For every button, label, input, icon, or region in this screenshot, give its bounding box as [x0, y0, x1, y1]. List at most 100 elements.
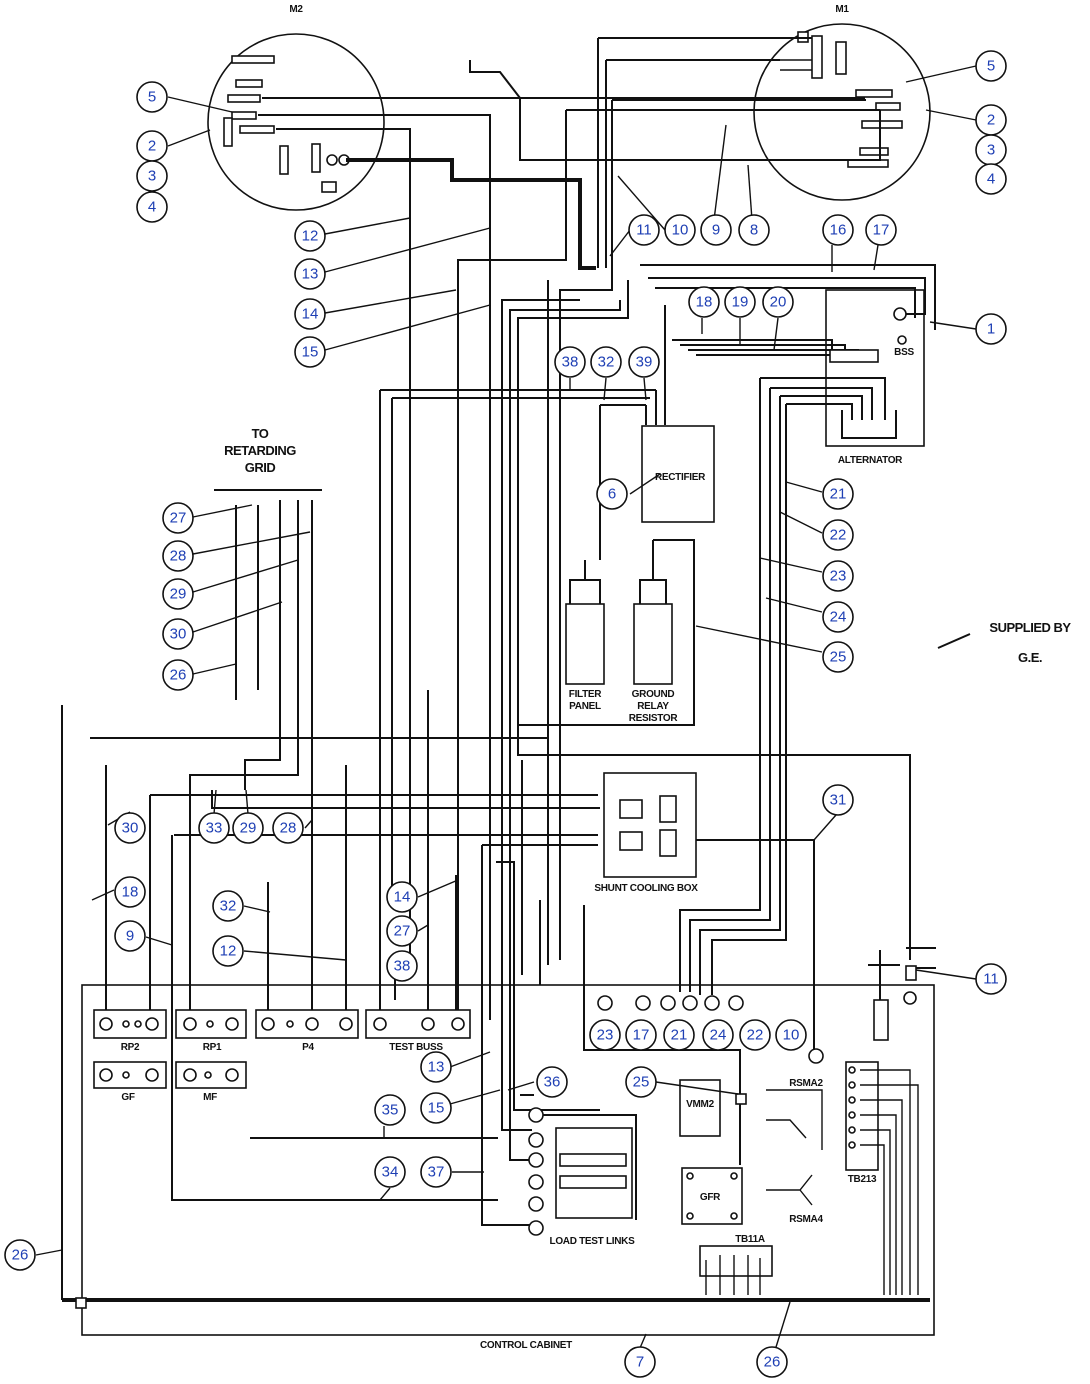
svg-text:35: 35	[382, 1102, 399, 1119]
callout-26-bottom: 26	[756, 1346, 788, 1378]
callout-24-cab: 24	[702, 1019, 734, 1051]
svg-text:30: 30	[122, 820, 139, 837]
svg-text:30: 30	[170, 626, 187, 643]
callout-10-top: 10	[664, 214, 696, 246]
rp2-label: RP2	[121, 1042, 140, 1053]
svg-text:10: 10	[783, 1027, 800, 1044]
callout-3-m2: 3	[136, 160, 168, 192]
motor-m1: M1	[753, 4, 931, 201]
callout-9-low: 9	[114, 920, 146, 952]
callout-13-cab: 13	[420, 1051, 452, 1083]
load-test-links-label: LOAD TEST LINKS	[550, 1236, 636, 1247]
svg-text:4: 4	[148, 199, 156, 216]
svg-text:5: 5	[148, 89, 156, 106]
svg-text:3: 3	[987, 142, 995, 159]
p4-label: P4	[302, 1042, 314, 1053]
callout-12-low: 12	[212, 935, 244, 967]
supplied-by-label-1: SUPPLIED BY	[989, 620, 1071, 635]
callout-28-low: 28	[272, 812, 304, 844]
callout-3-m1: 3	[975, 134, 1007, 166]
callout-6: 6	[596, 478, 628, 510]
svg-text:3: 3	[148, 168, 156, 185]
callout-24-right: 24	[822, 601, 854, 633]
svg-text:29: 29	[240, 820, 257, 837]
svg-text:13: 13	[302, 266, 319, 283]
svg-text:22: 22	[830, 527, 847, 544]
svg-text:26: 26	[170, 667, 187, 684]
svg-text:21: 21	[830, 486, 847, 503]
retarding-grid-label-3: GRID	[245, 460, 276, 475]
motor-m2: M2	[207, 4, 385, 211]
svg-text:39: 39	[636, 354, 653, 371]
svg-text:28: 28	[170, 548, 187, 565]
svg-text:25: 25	[633, 1074, 650, 1091]
callout-27-low: 27	[386, 915, 418, 947]
svg-text:32: 32	[598, 354, 615, 371]
svg-text:31: 31	[830, 792, 847, 809]
callout-30-low: 30	[114, 812, 146, 844]
svg-text:18: 18	[696, 294, 713, 311]
callout-5-m1: 5	[975, 50, 1007, 82]
rsma2-label: RSMA2	[789, 1078, 823, 1089]
m1-label: M1	[835, 4, 849, 15]
svg-text:34: 34	[382, 1164, 399, 1181]
svg-text:14: 14	[302, 306, 319, 323]
callout-38-low: 38	[386, 950, 418, 982]
callout-29-grid: 29	[162, 578, 194, 610]
callout-25-cab: 25	[625, 1066, 657, 1098]
callout-29-low: 29	[232, 812, 264, 844]
svg-text:22: 22	[747, 1027, 764, 1044]
svg-text:38: 38	[394, 958, 411, 975]
svg-text:28: 28	[280, 820, 297, 837]
callout-32-top: 32	[590, 346, 622, 378]
svg-text:7: 7	[636, 1354, 644, 1371]
callout-14-top: 14	[294, 298, 326, 330]
callout-27-grid: 27	[162, 502, 194, 534]
callout-21-right: 21	[822, 478, 854, 510]
callout-14-low: 14	[386, 881, 418, 913]
m2-label: M2	[289, 4, 303, 15]
callout-34: 34	[374, 1156, 406, 1188]
svg-text:33: 33	[206, 820, 223, 837]
callout-32-low: 32	[212, 890, 244, 922]
callout-5-m2: 5	[136, 81, 168, 113]
svg-text:26: 26	[12, 1247, 29, 1264]
gfr-label: GFR	[700, 1192, 721, 1203]
svg-text:9: 9	[126, 928, 134, 945]
svg-text:2: 2	[987, 112, 995, 129]
ground-relay-label-3: RESISTOR	[629, 713, 679, 724]
callout-8-top: 8	[738, 214, 770, 246]
rectifier-label: RECTIFIER	[655, 472, 706, 483]
svg-text:10: 10	[672, 222, 689, 239]
svg-text:8: 8	[750, 222, 758, 239]
svg-text:18: 18	[122, 884, 139, 901]
svg-text:12: 12	[302, 228, 319, 245]
tb213-label: TB213	[848, 1174, 877, 1185]
svg-text:14: 14	[394, 889, 411, 906]
callout-26-grid: 26	[162, 659, 194, 691]
filter-panel-label-1: FILTER	[569, 689, 603, 700]
mf-label: MF	[203, 1092, 217, 1103]
callout-10-cab: 10	[775, 1019, 807, 1051]
svg-text:23: 23	[830, 568, 847, 585]
callout-20: 20	[762, 286, 794, 318]
svg-text:25: 25	[830, 649, 847, 666]
components: BSS ALTERNATOR RECTIFIER FILTER PANEL GR…	[75, 289, 1072, 1351]
callout-7: 7	[624, 1346, 656, 1378]
svg-text:21: 21	[671, 1027, 688, 1044]
svg-text:29: 29	[170, 586, 187, 603]
retarding-grid-label-2: RETARDING	[224, 443, 296, 458]
callout-15-cab: 15	[420, 1092, 452, 1124]
svg-text:11: 11	[983, 971, 999, 988]
callout-33: 33	[198, 812, 230, 844]
callout-21-cab: 21	[663, 1019, 695, 1051]
svg-text:19: 19	[732, 294, 749, 311]
callout-17-top: 17	[865, 214, 897, 246]
svg-text:27: 27	[394, 923, 411, 940]
svg-text:20: 20	[770, 294, 787, 311]
svg-text:37: 37	[428, 1164, 445, 1181]
svg-text:4: 4	[987, 171, 995, 188]
svg-text:2: 2	[148, 138, 156, 155]
callout-31: 31	[822, 784, 854, 816]
control-cabinet-label: CONTROL CABINET	[480, 1340, 572, 1351]
